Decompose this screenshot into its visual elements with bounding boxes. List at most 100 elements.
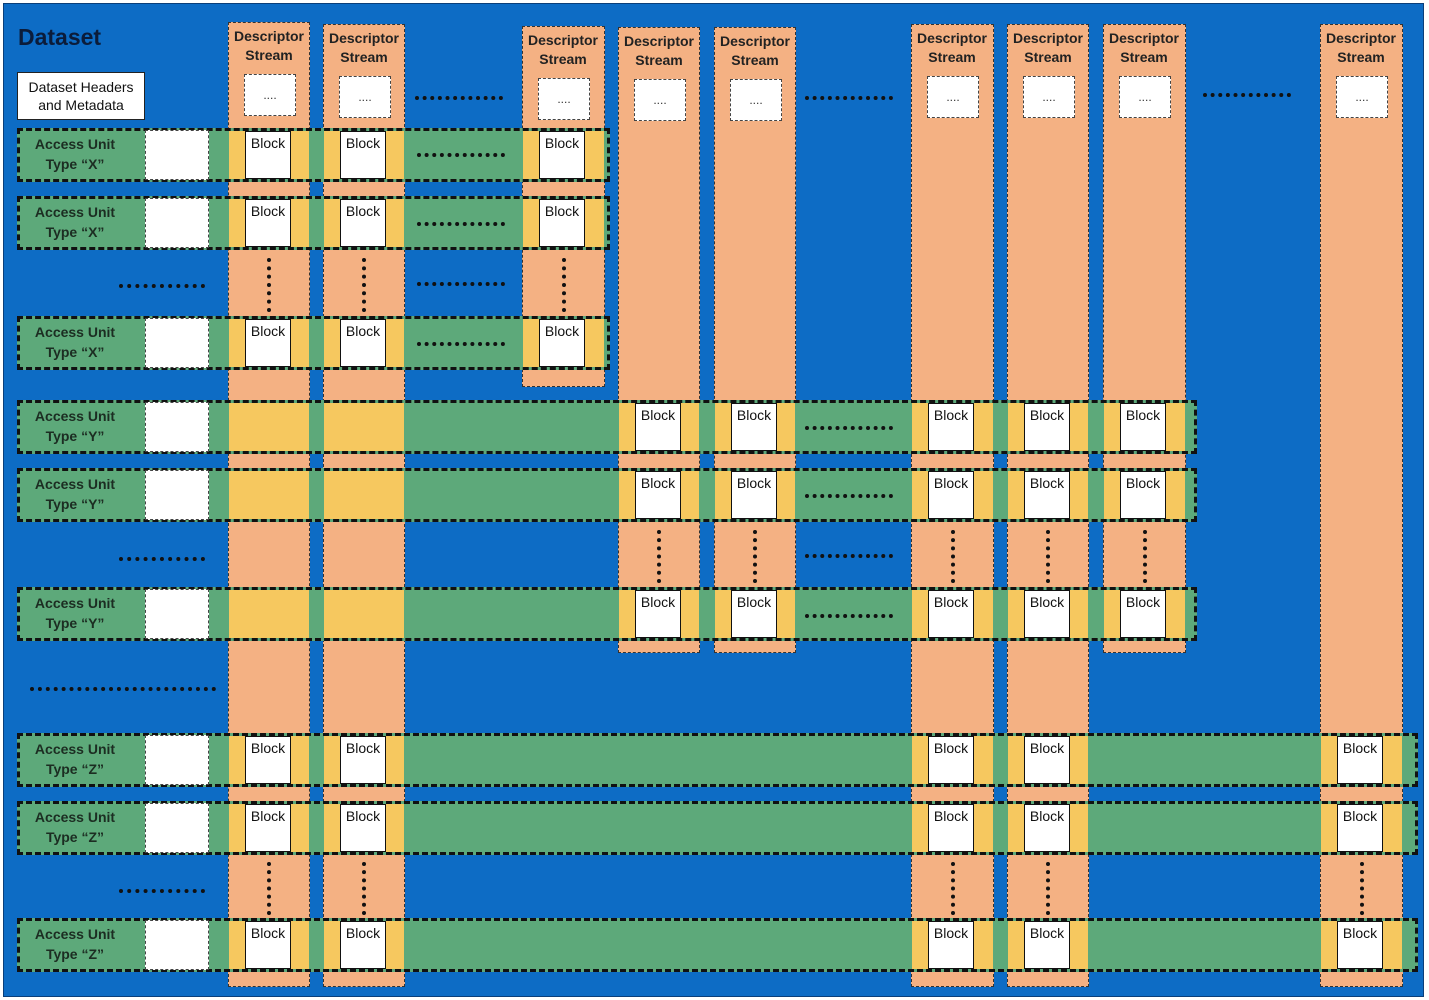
block: Block [731, 471, 777, 519]
ellipsis-dots-vertical [362, 862, 366, 915]
ellipsis-dots-vertical [1142, 530, 1147, 583]
ellipsis-dots-vertical [267, 258, 271, 312]
block: Block [1024, 804, 1070, 852]
block: Block [340, 199, 386, 247]
access-unit-row [17, 316, 610, 370]
block: Block [340, 804, 386, 852]
block: Block [731, 403, 777, 451]
ellipsis-dots [805, 96, 893, 100]
access-unit-header-box [145, 920, 209, 970]
block: Block [340, 319, 386, 367]
access-unit-row [17, 128, 610, 182]
access-unit-row [17, 587, 1197, 641]
stream-intersection [229, 471, 309, 519]
access-unit-header-box [145, 130, 209, 180]
block: Block [1024, 403, 1070, 451]
stream-intersection [229, 590, 309, 638]
access-unit-row [17, 400, 1197, 454]
access-unit-row [17, 733, 1418, 787]
access-unit-header-box [145, 198, 209, 248]
ellipsis-dots [417, 222, 505, 226]
block: Block [928, 804, 974, 852]
access-unit-label: Access Unit Type “X” [34, 136, 116, 172]
descriptor-stream-label: Descriptor Stream [233, 28, 305, 63]
block: Block [1024, 921, 1070, 969]
access-unit-header-box [145, 803, 209, 853]
ellipsis-dots [417, 153, 505, 157]
ellipsis-dots [119, 284, 205, 288]
access-unit-row [17, 468, 1197, 522]
ellipsis-dots-vertical [1046, 862, 1050, 915]
block: Block [245, 131, 291, 179]
block: Block [1024, 471, 1070, 519]
block: Block [539, 131, 585, 179]
access-unit-row [17, 918, 1418, 972]
ellipsis-dots-vertical [1046, 530, 1050, 583]
block: Block [635, 590, 681, 638]
ellipsis-dots-vertical [950, 862, 955, 915]
ellipsis-dots [805, 614, 893, 618]
block: Block [245, 804, 291, 852]
block: Block [245, 199, 291, 247]
block: Block [245, 921, 291, 969]
block: Block [340, 131, 386, 179]
block: Block [1120, 471, 1166, 519]
block: Block [928, 590, 974, 638]
ellipsis-dots-vertical [267, 862, 271, 915]
block: Block [928, 471, 974, 519]
access-unit-label: Access Unit Type “Y” [34, 595, 116, 631]
descriptor-stream-placeholder: .... [244, 74, 296, 116]
access-unit-label: Access Unit Type “Z” [34, 926, 116, 962]
ellipsis-dots [417, 282, 505, 286]
descriptor-stream-label: Descriptor Stream [1108, 30, 1180, 65]
ellipsis-dots [417, 342, 505, 346]
ellipsis-dots-vertical [561, 258, 566, 312]
stream-intersection [324, 590, 404, 638]
block: Block [928, 403, 974, 451]
access-unit-header-box [145, 735, 209, 785]
block: Block [635, 403, 681, 451]
access-unit-label: Access Unit Type “X” [34, 324, 116, 360]
descriptor-stream-label: Descriptor Stream [1325, 30, 1397, 65]
access-unit-row [17, 801, 1418, 855]
stream-intersection [229, 403, 309, 451]
access-unit-label: Access Unit Type “X” [34, 204, 116, 240]
block: Block [340, 736, 386, 784]
ellipsis-dots-vertical [657, 530, 661, 583]
descriptor-stream-placeholder: .... [1119, 76, 1171, 118]
access-unit-label: Access Unit Type “Z” [34, 809, 116, 845]
access-unit-label: Access Unit Type “Y” [34, 408, 116, 444]
descriptor-stream-label: Descriptor Stream [328, 30, 400, 65]
stream-intersection [324, 403, 404, 451]
ellipsis-dots [805, 426, 893, 430]
block: Block [1120, 590, 1166, 638]
block: Block [1337, 736, 1383, 784]
descriptor-stream-label: Descriptor Stream [623, 33, 695, 68]
access-unit-label: Access Unit Type “Z” [34, 741, 116, 777]
block: Block [1120, 403, 1166, 451]
block: Block [928, 921, 974, 969]
dataset-title: Dataset [18, 24, 102, 50]
descriptor-stream-placeholder: .... [730, 79, 782, 121]
block: Block [635, 471, 681, 519]
dataset-headers-box: Dataset Headers and Metadata [17, 72, 145, 120]
ellipsis-dots [805, 554, 893, 558]
block: Block [1024, 736, 1070, 784]
ellipsis-dots [805, 494, 893, 498]
descriptor-stream-placeholder: .... [1336, 76, 1388, 118]
access-unit-header-box [145, 470, 209, 520]
access-unit-row [17, 196, 610, 250]
descriptor-stream-label: Descriptor Stream [1012, 30, 1084, 65]
descriptor-stream-label: Descriptor Stream [916, 30, 988, 65]
block: Block [1337, 921, 1383, 969]
ellipsis-dots [1203, 93, 1291, 97]
block: Block [340, 921, 386, 969]
ellipsis-dots [415, 96, 503, 100]
block: Block [539, 199, 585, 247]
block: Block [1337, 804, 1383, 852]
descriptor-stream-placeholder: .... [538, 78, 590, 120]
access-unit-header-box [145, 402, 209, 452]
access-unit-label: Access Unit Type “Y” [34, 476, 116, 512]
descriptor-stream-placeholder: .... [1023, 76, 1075, 118]
